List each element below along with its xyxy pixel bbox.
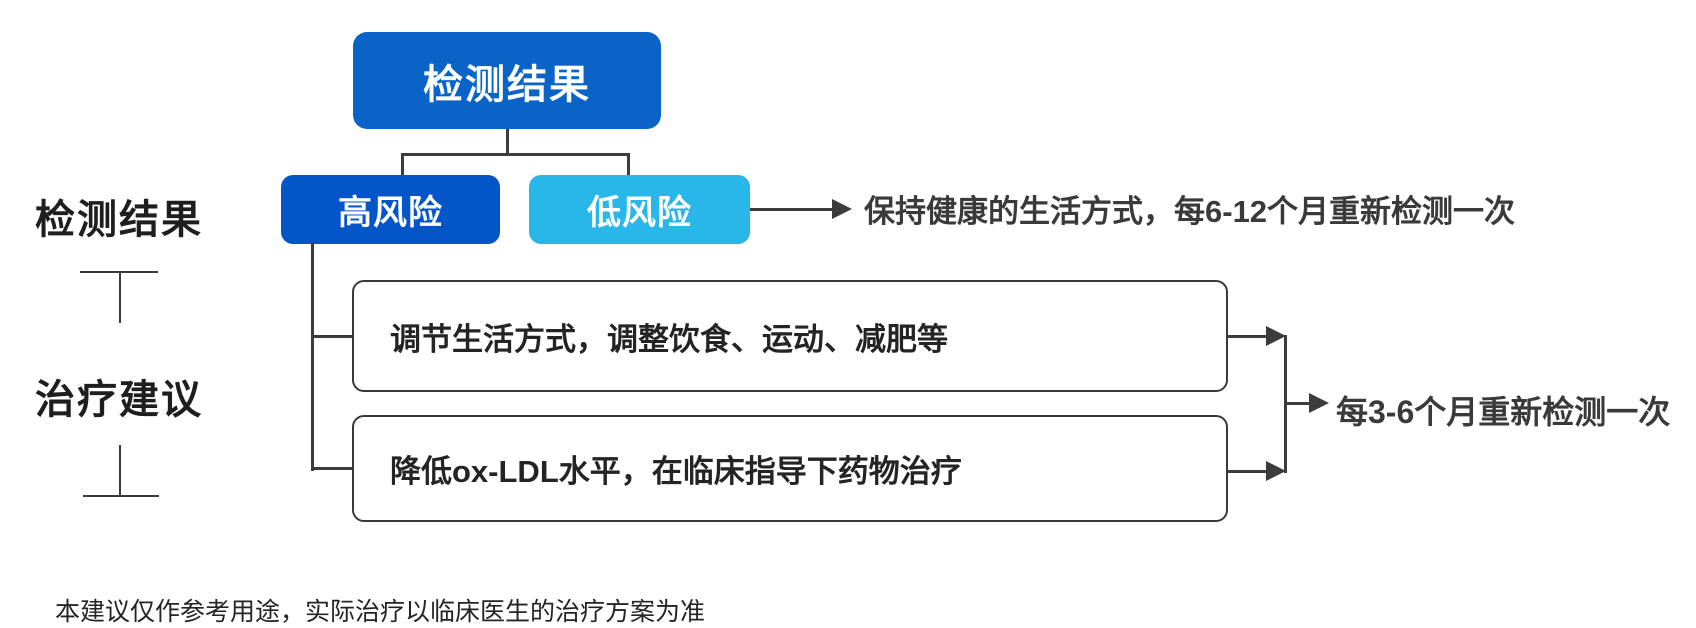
arrow-right-icon — [1309, 393, 1329, 413]
section-label-treatment-advice: 治疗建议 — [35, 378, 203, 422]
connector-branch-treatment-2 — [311, 467, 353, 470]
node-low-risk: 低风险 — [529, 175, 750, 244]
connector-merge-vertical — [1284, 335, 1287, 473]
low-risk-advice-text: 保持健康的生活方式，每6-12个月重新检测一次 — [864, 194, 1516, 229]
connector-left-tee-bottom-horizontal — [83, 495, 159, 497]
node-test-result: 检测结果 — [353, 32, 661, 129]
connector-root-stem — [506, 129, 509, 155]
treatment-medication-label: 降低ox-LDL水平，在临床指导下药物治疗 — [390, 454, 962, 489]
connector-followup-arrow-line — [1287, 402, 1311, 405]
connector-low-risk-arrow-line — [750, 208, 834, 211]
connector-branch-treatment-1 — [311, 335, 353, 338]
connector-drop-low-risk — [627, 153, 630, 177]
connector-treatment-2-arrow-line — [1228, 470, 1268, 473]
treatment-lifestyle-label: 调节生活方式，调整饮食、运动、减肥等 — [390, 321, 948, 357]
arrow-right-icon — [1266, 461, 1286, 481]
connector-treatment-1-arrow-line — [1228, 335, 1268, 338]
node-high-risk: 高风险 — [281, 175, 500, 244]
disclaimer-text: 本建议仅作参考用途，实际治疗以临床医生的治疗方案为准 — [55, 598, 706, 626]
connector-left-tee-top-vertical — [119, 271, 121, 323]
connector-root-crossbar — [401, 153, 630, 156]
connector-high-risk-branch-vertical — [311, 242, 314, 471]
treatment-box-medication: 降低ox-LDL水平，在临床指导下药物治疗 — [352, 415, 1228, 522]
arrow-right-icon — [832, 199, 852, 219]
followup-note: 每3-6个月重新检测一次 — [1336, 394, 1671, 430]
arrow-right-icon — [1266, 326, 1286, 346]
section-label-test-results: 检测结果 — [35, 198, 203, 242]
connector-drop-high-risk — [401, 153, 404, 177]
connector-left-tee-bottom-vertical — [119, 445, 121, 497]
treatment-box-lifestyle: 调节生活方式，调整饮食、运动、减肥等 — [352, 280, 1228, 392]
